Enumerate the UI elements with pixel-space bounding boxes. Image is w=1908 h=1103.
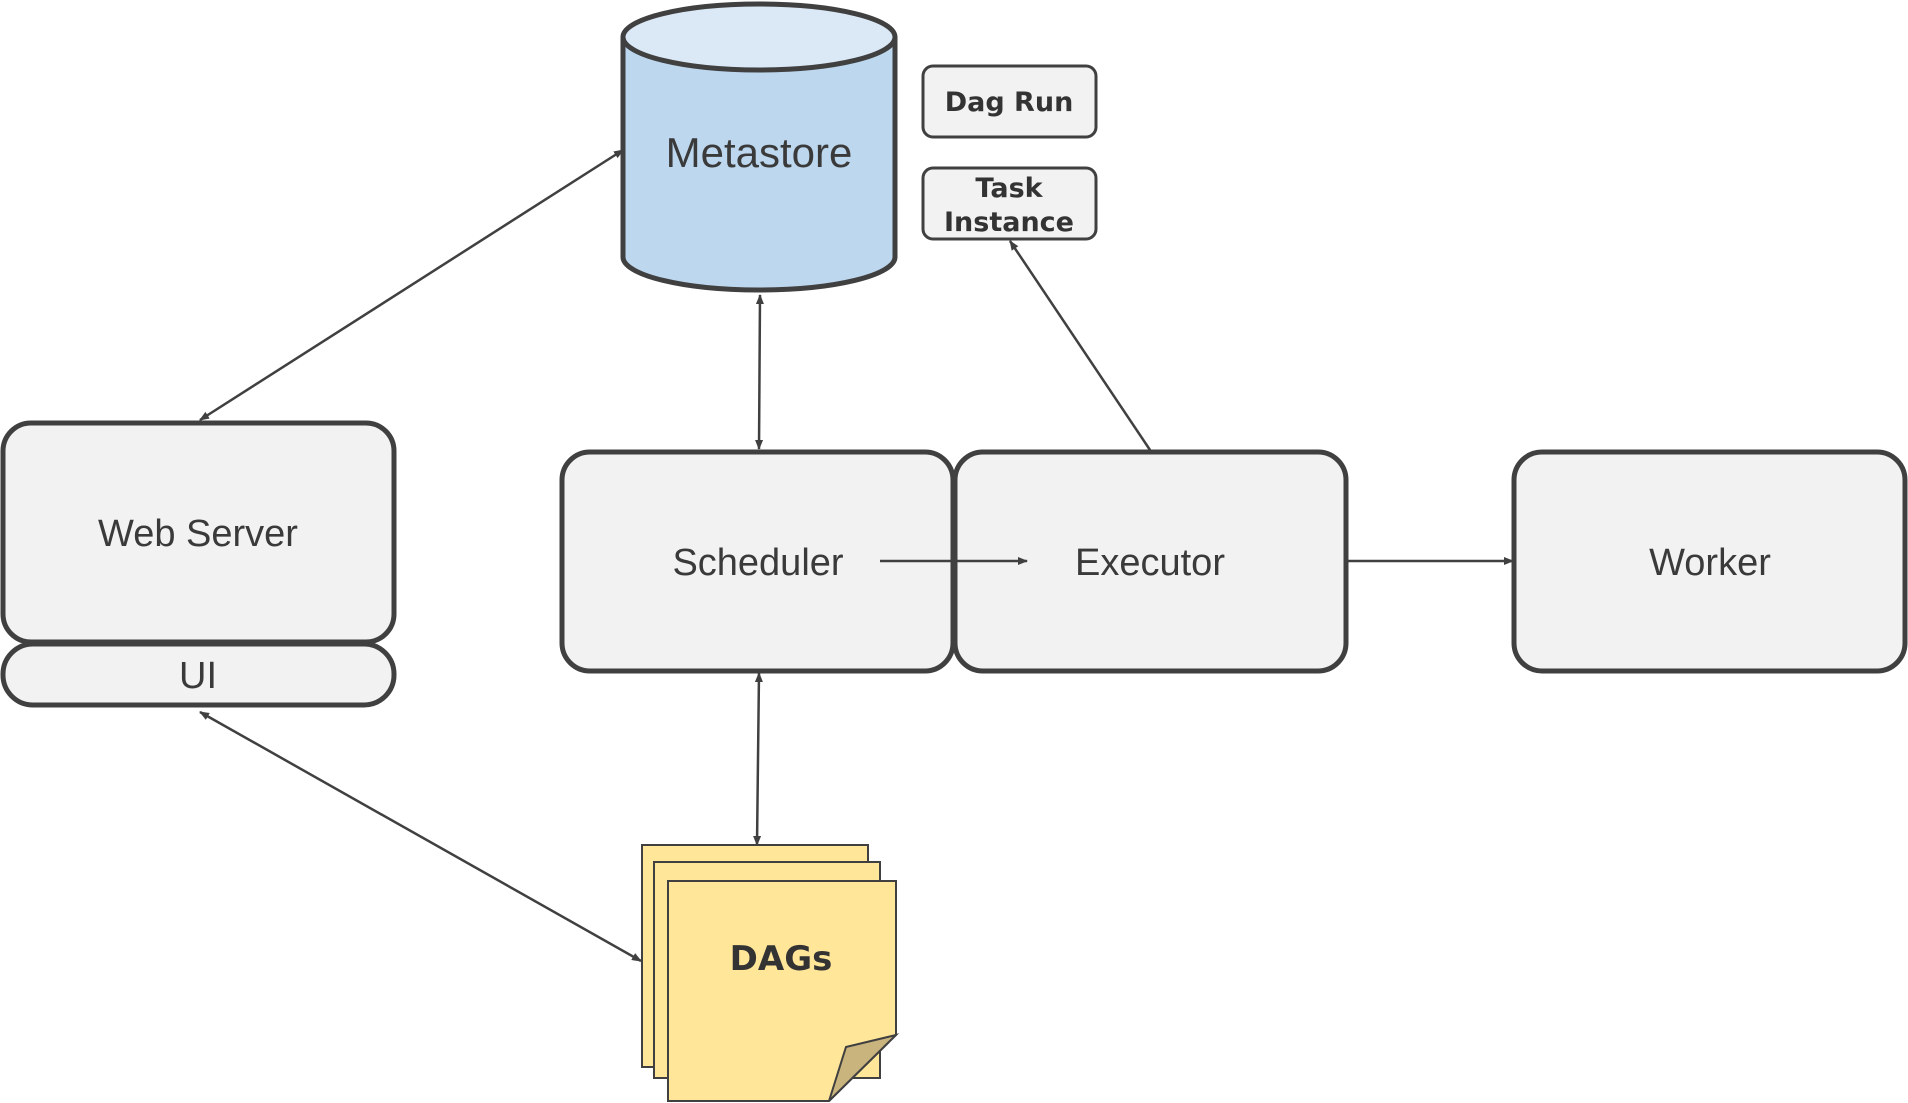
- ui-label: UI: [179, 655, 217, 697]
- connectors: [199, 148, 1514, 963]
- task-instance-node: Task Instance: [921, 166, 1098, 241]
- executor-node: Executor: [952, 449, 1349, 674]
- web-server-node: Web Server: [0, 420, 397, 645]
- dags-label: DAGs: [730, 939, 833, 979]
- worker-node: Worker: [1511, 449, 1908, 674]
- arrow-executor-task-instance: [1008, 240, 1152, 451]
- scheduler-label: Scheduler: [672, 542, 843, 584]
- metastore-label: Metastore: [666, 129, 853, 176]
- dag-run-label: Dag Run: [945, 87, 1074, 118]
- dags-node: DAGs: [641, 844, 900, 1102]
- ui-box: [0, 641, 397, 708]
- executor-label: Executor: [1075, 542, 1225, 584]
- arrow-ui-dags: [199, 710, 642, 963]
- scheduler-node: Scheduler: [559, 449, 956, 674]
- dag-run-box: [921, 64, 1098, 139]
- task-instance-label-line2: Instance: [944, 207, 1074, 238]
- arrow-metastore-scheduler: [755, 294, 764, 450]
- dag-run-node: Dag Run: [921, 64, 1098, 139]
- task-instance-label-line1: Task: [975, 173, 1043, 204]
- arrow-web-server-metastore: [199, 148, 624, 422]
- dags-folded-corner: [828, 1033, 900, 1102]
- metastore-cylinder-body: [620, 37, 898, 293]
- metastore-cylinder-top: [620, 1, 898, 73]
- worker-box: [1511, 449, 1908, 674]
- task-instance-box: [921, 166, 1098, 241]
- web-server-label: Web Server: [98, 513, 298, 555]
- metastore-node: Metastore: [620, 1, 898, 293]
- worker-label: Worker: [1649, 542, 1771, 584]
- ui-node: UI: [0, 641, 397, 708]
- arrow-scheduler-dags: [753, 672, 763, 846]
